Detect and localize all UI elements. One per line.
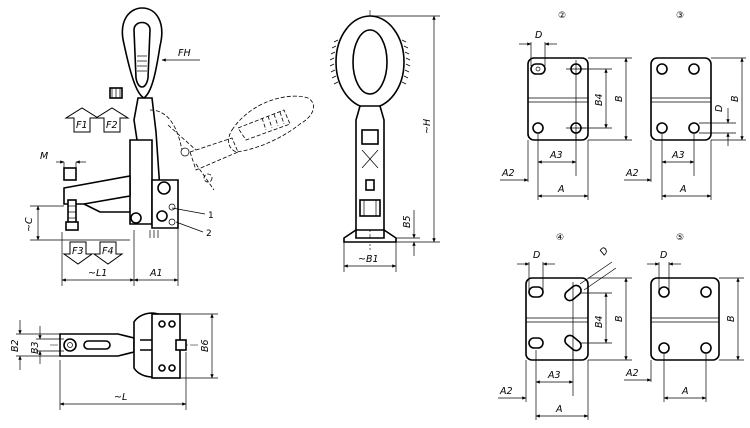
dim-B1: ~B1 [343,242,397,272]
force-arrow-FH: FH [161,48,200,62]
svg-text:FH: FH [178,48,191,59]
v4-dim-A3: A3 [535,350,574,396]
dim-A1: A1 [133,268,179,282]
base-variant-5: ⑤ D B A2 A [624,233,744,402]
svg-text:D: D [598,245,611,258]
svg-text:②: ② [558,11,566,21]
svg-text:⑤: ⑤ [676,233,684,243]
force-arrow-F4: F4 [92,241,124,265]
svg-text:D: D [533,250,540,261]
base-variant-3: ③ D B A2 A3 [624,11,746,200]
svg-text:D: D [535,30,542,41]
svg-text:D: D [714,105,725,112]
svg-text:~L: ~L [114,392,127,403]
svg-text:B: B [614,315,625,322]
v2-dim-A3: A3 [537,134,577,176]
base-variant-2: ② D B4 B [500,11,632,200]
v2-dim-B: B [588,57,632,141]
svg-text:M: M [40,151,48,162]
clamp-body [63,139,179,238]
v5-dim-A2: A2 [624,354,665,402]
dim-B3: B3 [30,326,64,364]
svg-text:A: A [557,184,565,195]
dim-B2: B2 [10,320,60,370]
svg-text:A2: A2 [499,386,513,397]
svg-text:A3: A3 [547,370,561,381]
v5-dim-B: B [719,277,744,361]
svg-text:A3: A3 [671,150,685,161]
force-arrow-F3: F3 [62,241,94,265]
svg-text:B3: B3 [30,341,41,354]
v2-dim-A2: A2 [500,134,539,200]
v3-dim-A3: A3 [661,134,695,176]
svg-text:B5: B5 [402,215,413,228]
v3-dim-B: B [711,57,746,141]
side-bolt [109,87,123,99]
svg-text:D: D [660,250,667,261]
svg-text:B6: B6 [200,339,211,352]
v2-dim-B4: B4 [580,68,612,129]
v4-dim-A: A [535,360,589,420]
svg-text:A2: A2 [625,368,639,379]
callout-1: 1 [171,207,214,221]
svg-text:B: B [726,315,737,322]
svg-text:~L1: ~L1 [88,268,107,279]
svg-text:A2: A2 [625,168,639,179]
side-view: FH F1 F2 F3 F4 M [24,7,314,286]
front-handle-grip [329,15,411,109]
v4-dim-B4: B4 [580,292,612,344]
v3-dim-A: A [661,140,712,200]
svg-text:~B1: ~B1 [358,254,379,265]
svg-text:2: 2 [206,229,212,239]
svg-text:F2: F2 [106,120,118,131]
svg-text:1: 1 [208,211,214,221]
dim-C: ~C [24,205,130,241]
svg-text:③: ③ [676,11,684,21]
dim-L1: ~L1 [61,228,179,286]
dim-H: ~H [370,15,440,243]
svg-text:A1: A1 [149,268,163,279]
svg-text:A: A [681,386,689,397]
top-view: B2 B3 B6 ~L [10,312,218,410]
open-position-phantom [149,95,314,191]
v5-dim-D: D [647,250,681,290]
svg-text:F3: F3 [72,246,84,257]
svg-text:④: ④ [556,233,564,243]
svg-text:F4: F4 [102,246,114,257]
dim-M: M [40,151,86,170]
dim-B5: B5 [396,210,420,256]
v4-dim-A2: A2 [498,350,537,420]
front-base [343,228,397,243]
svg-text:B2: B2 [10,339,21,352]
svg-text:B4: B4 [594,315,605,328]
svg-text:F1: F1 [76,120,88,131]
svg-text:B4: B4 [594,93,605,106]
handle-grip [121,7,163,99]
svg-text:A2: A2 [501,168,515,179]
svg-text:A: A [679,184,687,195]
svg-text:~H: ~H [422,119,433,134]
v4-dim-D1: D [517,250,555,290]
v5-dim-A: A [663,354,707,402]
v2-dim-A: A [537,140,589,200]
callout-2: 2 [175,221,212,239]
force-arrow-F2: F2 [94,107,130,133]
front-view: ~H B5 ~B1 [329,10,440,272]
base-variant-4: ④ D D B4 B [498,233,632,420]
v3-dim-D: D [699,105,736,146]
v3-dim-A2: A2 [624,134,663,200]
v4-dim-B: B [588,277,632,361]
force-arrow-F1: F1 [64,107,100,133]
svg-text:B: B [730,95,741,102]
svg-text:B: B [614,95,625,102]
svg-text:~C: ~C [24,217,35,232]
svg-text:A3: A3 [549,150,563,161]
dim-L: ~L [59,352,187,410]
svg-text:A: A [555,404,563,415]
v2-dim-D: D [519,30,557,66]
